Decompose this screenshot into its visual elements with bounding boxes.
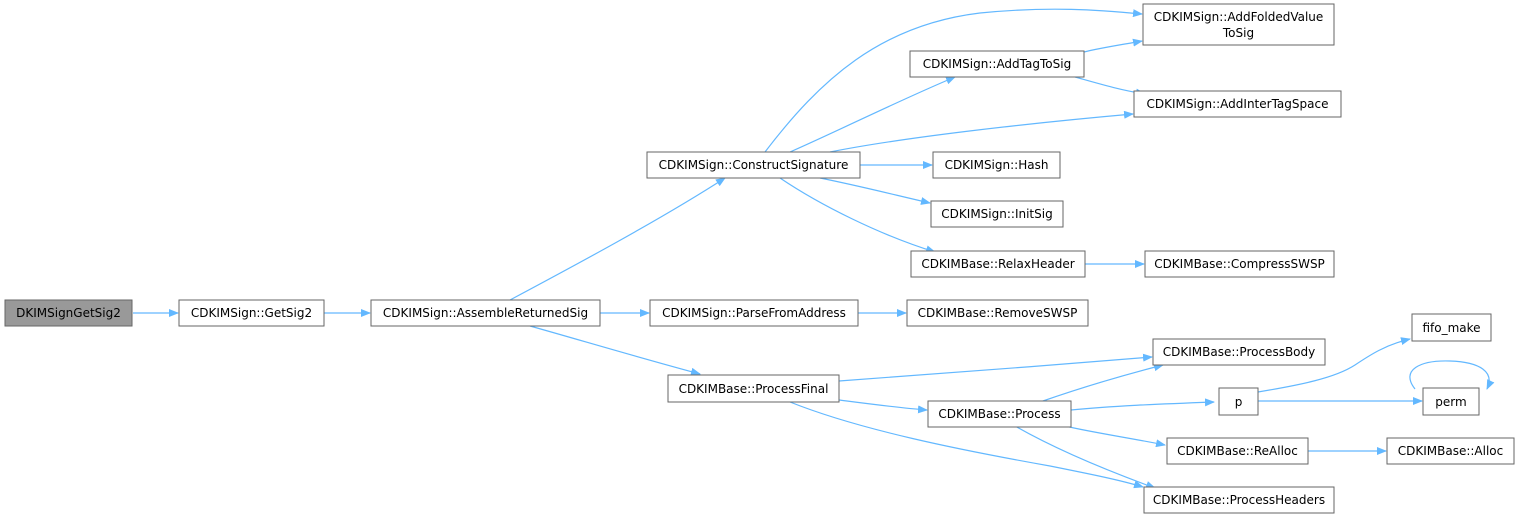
node-process[interactable]: CDKIMBase::Process: [927, 400, 1072, 428]
node-getsig2[interactable]: CDKIMSign::GetSig2: [178, 299, 325, 327]
node-p[interactable]: p: [1218, 387, 1259, 416]
node-fifo_make[interactable]: fifo_make: [1411, 313, 1492, 342]
node-constructsignature[interactable]: CDKIMSign::ConstructSignature: [646, 151, 861, 179]
node-label: CDKIMSign::InitSig: [941, 207, 1052, 221]
node-processbody[interactable]: CDKIMBase::ProcessBody: [1152, 338, 1326, 366]
edge-processfinal-processheaders: [789, 401, 1144, 489]
node-alloc[interactable]: CDKIMBase::Alloc: [1386, 437, 1515, 465]
node-realloc[interactable]: CDKIMBase::ReAlloc: [1166, 437, 1309, 465]
node-processfinal[interactable]: CDKIMBase::ProcessFinal: [667, 374, 840, 403]
node-compressswsp[interactable]: CDKIMBase::CompressSWSP: [1144, 250, 1335, 278]
node-label: CDKIMSign::AssembleReturnedSig: [383, 306, 588, 320]
node-relaxheader[interactable]: CDKIMBase::RelaxHeader: [910, 250, 1086, 278]
node-label: CDKIMBase::ReAlloc: [1177, 444, 1298, 458]
node-processheaders[interactable]: CDKIMBase::ProcessHeaders: [1143, 486, 1335, 514]
node-label: CDKIMBase::Process: [938, 407, 1060, 421]
node-label: CDKIMSign::AddTagToSig: [923, 57, 1071, 71]
node-addintertagspace[interactable]: CDKIMSign::AddInterTagSpace: [1133, 90, 1342, 118]
node-label-line1: CDKIMSign::AddFoldedValue: [1154, 10, 1324, 24]
node-label: CDKIMBase::RemoveSWSP: [918, 306, 1078, 320]
edge-constructsignature: [509, 177, 726, 301]
node-label: CDKIMSign::ConstructSignature: [659, 158, 849, 172]
node-label: CDKIMBase::ProcessHeaders: [1153, 493, 1325, 507]
edge-processfinal-process: [838, 399, 928, 414]
node-addtagtosig[interactable]: CDKIMSign::AddTagToSig: [909, 50, 1085, 78]
node-label: CDKIMSign::ParseFromAddress: [662, 306, 846, 320]
node-label: CDKIMBase::Alloc: [1398, 444, 1504, 458]
node-label: p: [1235, 395, 1243, 409]
edge-addtagtosig-addfolded: [1083, 38, 1143, 53]
edge-process-p: [1070, 398, 1215, 411]
edge-cs-addintertagspace: [829, 110, 1134, 153]
node-assemblereturnedsig[interactable]: CDKIMSign::AssembleReturnedSig: [370, 299, 601, 327]
edge-cs-relaxheader: [779, 177, 936, 254]
node-removeswsp[interactable]: CDKIMBase::RemoveSWSP: [906, 299, 1089, 327]
node-hash[interactable]: CDKIMSign::Hash: [932, 151, 1061, 179]
node-initsig[interactable]: CDKIMSign::InitSig: [930, 200, 1064, 228]
node-addfoldedvaluetosig[interactable]: CDKIMSign::AddFoldedValue ToSig: [1142, 3, 1335, 46]
node-label-line2: ToSig: [1222, 26, 1254, 40]
edge-perm-perm: [1409, 360, 1495, 390]
edges: [133, 8, 1495, 489]
node-label: DKIMSignGetSig2: [16, 306, 121, 320]
node-label: CDKIMSign::GetSig2: [191, 306, 312, 320]
node-label: CDKIMBase::ProcessFinal: [679, 382, 829, 396]
node-dkimsigngetsig2[interactable]: DKIMSignGetSig2: [4, 299, 133, 327]
node-perm[interactable]: perm: [1422, 387, 1480, 416]
node-label: fifo_make: [1422, 321, 1480, 335]
node-label: CDKIMSign::Hash: [945, 158, 1049, 172]
edge-cs-initsig: [819, 177, 931, 205]
edge-cs-addtagtosig: [789, 76, 956, 153]
edge-processfinal-processbody: [838, 353, 1153, 382]
node-label: perm: [1435, 395, 1466, 409]
node-label: CDKIMBase::RelaxHeader: [921, 257, 1074, 271]
edge-process-processheaders: [1014, 425, 1156, 489]
edge-processfinal: [529, 325, 701, 376]
edge-process-processbody: [1039, 363, 1164, 403]
node-parsefromaddress[interactable]: CDKIMSign::ParseFromAddress: [649, 299, 859, 327]
node-label: CDKIMSign::AddInterTagSpace: [1147, 97, 1329, 111]
node-label: CDKIMBase::ProcessBody: [1163, 345, 1316, 359]
edge-p-fifo_make: [1257, 337, 1411, 393]
edge-process-realloc: [1064, 425, 1166, 448]
node-label: CDKIMBase::CompressSWSP: [1154, 257, 1325, 271]
edge-cs-addfolded: [764, 8, 1143, 153]
